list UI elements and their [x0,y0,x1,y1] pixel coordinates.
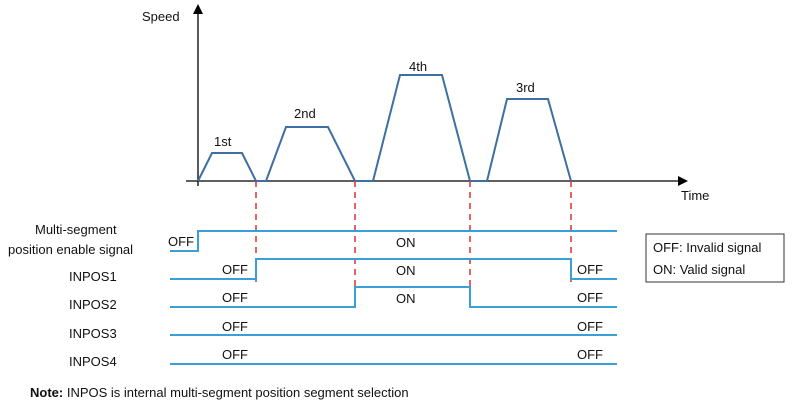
footnote-text: INPOS is internal multi-segment position… [63,385,408,400]
signal-name-inpos2: INPOS2 [69,297,117,312]
signal-name-enable-line1: Multi-segment [35,222,117,237]
segment-label-2nd: 2nd [294,106,316,121]
enable-state-off: OFF [168,234,194,249]
inpos1-state-on: ON [396,263,416,278]
legend: OFF: Invalid signal ON: Valid signal [645,233,785,283]
enable-signal-waveform [170,230,617,252]
footnote-bold: Note: [30,385,63,400]
inpos1-waveform [170,258,617,280]
time-axis-label: Time [681,188,709,203]
speed-profile [197,74,572,182]
inpos1-state-off-1: OFF [222,262,248,277]
inpos4-state-off-1: OFF [222,347,248,362]
footnote: Note: INPOS is internal multi-segment po… [30,385,409,400]
enable-state-on: ON [396,235,416,250]
legend-on: ON: Valid signal [653,262,745,277]
inpos3-state-off-1: OFF [222,319,248,334]
segment-label-3rd: 3rd [516,80,535,95]
inpos3-state-off-2: OFF [577,319,603,334]
inpos1-state-off-2: OFF [577,262,603,277]
segment-dividers [255,181,572,308]
inpos2-waveform [170,286,617,308]
inpos4-state-off-2: OFF [577,347,603,362]
speed-axis-label: Speed [142,9,180,24]
legend-off: OFF: Invalid signal [653,240,761,255]
inpos2-state-off-1: OFF [222,290,248,305]
signal-name-inpos1: INPOS1 [69,269,117,284]
signal-name-inpos4: INPOS4 [69,354,117,369]
segment-label-1st: 1st [214,134,232,149]
signal-name-inpos3: INPOS3 [69,326,117,341]
inpos2-state-on: ON [396,291,416,306]
segment-label-4th: 4th [409,59,427,74]
signal-name-enable-line2: position enable signal [8,242,133,257]
inpos2-state-off-2: OFF [577,290,603,305]
